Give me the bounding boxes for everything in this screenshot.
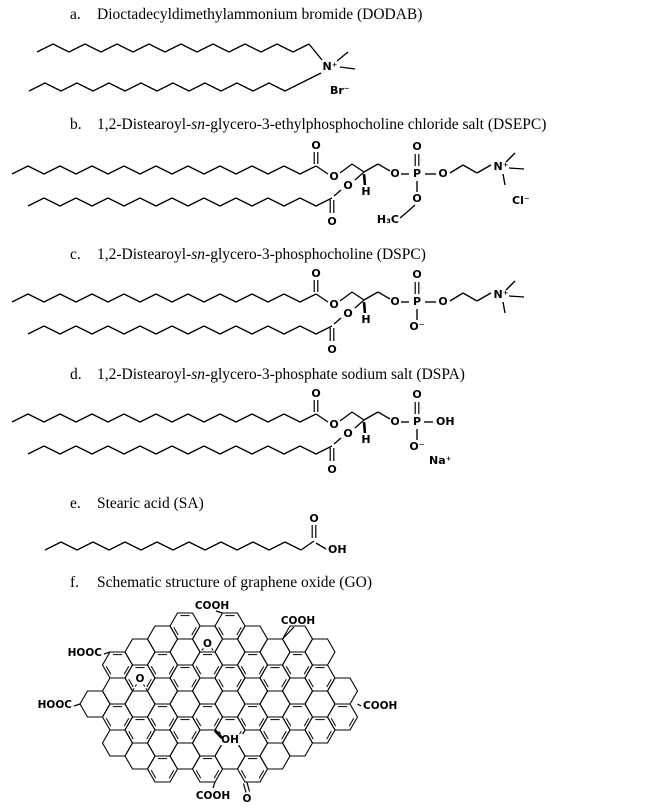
ketone-double-bond	[242, 783, 247, 793]
bond	[215, 610, 223, 614]
bromide-anion-label: Br⁻	[330, 84, 350, 97]
hydroxyl-wedge-bond	[213, 729, 224, 740]
phosphate-oxyanion-label: O⁻	[409, 320, 424, 333]
section-c-title: c.1,2-Distearoyl-sn-glycero-3-phosphocho…	[70, 246, 426, 263]
structure-dspc: O O H O O O P O O⁻ O N⁺	[11, 267, 525, 356]
structure-dspa: O O H O O O P O OH O⁻ Na⁺	[11, 387, 455, 476]
section-b-title: b.1,2-Distearoyl-sn-glycero-3-ethylphosp…	[70, 116, 547, 133]
bond	[212, 781, 216, 789]
carboxyl-label: COOH	[195, 600, 229, 612]
phosphoester-oxygen-label: O	[390, 415, 399, 428]
stereo-hydrogen-label: H	[361, 313, 370, 326]
section-a-text: Dioctadecyldimethylammonium bromide (DOD…	[97, 6, 423, 23]
phosphorus-label: P	[413, 167, 421, 180]
section-e-text: Stearic acid (SA)	[97, 495, 204, 512]
bond	[282, 626, 295, 640]
epoxide-dashed-bond	[132, 684, 137, 691]
bond	[103, 651, 111, 655]
dodab-atom-labels: N⁺ Br⁻	[322, 60, 349, 97]
stearic-acid-atom-labels: O OH	[309, 512, 346, 556]
carboxyl-label: HOOC	[38, 699, 73, 711]
ester-oxygen-label: O	[329, 298, 338, 311]
dspa-atom-labels: O O H O O O P O OH O⁻ Na⁺	[311, 387, 454, 476]
carbonyl-oxygen-label: O	[327, 215, 336, 228]
carboxyl-label: COOH	[281, 615, 315, 627]
ester-oxygen-label: O	[343, 179, 352, 192]
bond	[73, 703, 81, 707]
phosphoryl-oxygen-label: O	[412, 268, 421, 281]
label-mask	[132, 673, 148, 684]
bond	[357, 703, 362, 707]
section-f-text: Schematic structure of graphene oxide (G…	[97, 574, 373, 591]
stereo-hydrogen-label: H	[361, 433, 370, 446]
epoxide-oxygen-label: O	[136, 673, 145, 685]
nitrogen-cation-label: N⁺	[493, 288, 508, 301]
section-a-title: a. Dioctadecyldimethylammonium bromide (D…	[70, 6, 422, 24]
carbonyl-oxygen-label: O	[327, 463, 336, 476]
section-e-letter: e.	[70, 495, 81, 512]
dspc-atom-labels: O O H O O O P O O⁻ O N⁺	[311, 267, 508, 356]
section-d-letter: d.	[70, 366, 82, 383]
label-mask	[217, 734, 243, 745]
carboxyl-label: HOOC	[68, 647, 103, 659]
phosphorus-label: P	[413, 295, 421, 308]
ethoxy-oxygen-label: O	[412, 192, 421, 205]
section-a-letter: a.	[70, 6, 81, 23]
carbonyl-oxygen-label: O	[309, 512, 318, 525]
sodium-cation-label: Na⁺	[429, 454, 452, 467]
ester-oxygen-label: O	[343, 307, 352, 320]
ester-oxygen-label: O	[343, 427, 352, 440]
section-b-text: 1,2-Distearoyl-	[97, 116, 192, 133]
structure-dodab: N⁺ Br⁻	[28, 43, 356, 97]
dsepc-atom-labels: O O H O O O P O O H₃C O N⁺ Cl⁻	[311, 139, 530, 228]
epoxide-dashed-bond	[143, 684, 148, 691]
chloride-anion-label: Cl⁻	[512, 194, 530, 207]
phosphoester-oxygen-label: O	[390, 295, 399, 308]
phosphoryl-oxygen-label: O	[412, 140, 421, 153]
carbonyl-oxygen-label: O	[311, 267, 320, 280]
phosphoester-oxygen-label: O	[390, 167, 399, 180]
nitrogen-cation-label: N⁺	[493, 160, 508, 173]
section-d-title: d.1,2-Distearoyl-sn-glycero-3-phosphate …	[70, 366, 465, 383]
phosphate-oxyanion-label: O⁻	[409, 440, 424, 453]
section-f-letter: f.	[70, 574, 80, 591]
section-b-letter: b.	[70, 116, 82, 133]
section-d-text: 1,2-Distearoyl-	[97, 366, 192, 383]
hydroxyl-label: OH	[221, 734, 239, 746]
ester-oxygen-label: O	[329, 418, 338, 431]
section-c-letter: c.	[70, 246, 81, 263]
carbonyl-oxygen-label: O	[327, 343, 336, 356]
carboxyl-label: COOH	[363, 700, 397, 712]
nitrogen-cation-label: N⁺	[322, 60, 337, 73]
label-mask	[200, 638, 215, 649]
carboxyl-label: COOH	[196, 790, 230, 802]
section-f-title: f. Schematic structure of graphene oxide …	[70, 574, 372, 592]
choline-oxygen-label: O	[438, 167, 447, 180]
structure-dsepc: O O H O O O P O O H₃C O N⁺ Cl⁻	[11, 139, 530, 228]
carbonyl-oxygen-label: O	[311, 387, 320, 400]
ketone-double-bond	[246, 782, 251, 792]
epoxide-dashed-bond	[200, 648, 204, 652]
ester-oxygen-label: O	[329, 170, 338, 183]
section-c-text: 1,2-Distearoyl-	[97, 246, 192, 263]
choline-oxygen-label: O	[438, 295, 447, 308]
epoxide-dashed-bond	[211, 648, 215, 652]
epoxide-oxygen-label: O	[203, 638, 212, 650]
hydroxyl-label: OH	[436, 415, 455, 428]
carbonyl-oxygen-label: O	[311, 139, 320, 152]
hydroxyl-label: OH	[328, 543, 347, 556]
ketone-oxygen-label: O	[243, 793, 252, 805]
structure-stearic-acid: O OH	[44, 512, 347, 556]
phosphorus-label: P	[413, 415, 421, 428]
phosphoryl-oxygen-label: O	[412, 388, 421, 401]
section-e-title: e. Stearic acid (SA)	[70, 495, 204, 513]
ethyl-methyl-label: H₃C	[377, 213, 399, 226]
stereo-hydrogen-label: H	[361, 185, 370, 198]
structure-graphene-oxide: COOH COOH HOOC HOOC COOH COOH O O OH O	[38, 600, 398, 805]
graphene-oxide-labels: COOH COOH HOOC HOOC COOH COOH O O OH O	[38, 600, 398, 805]
